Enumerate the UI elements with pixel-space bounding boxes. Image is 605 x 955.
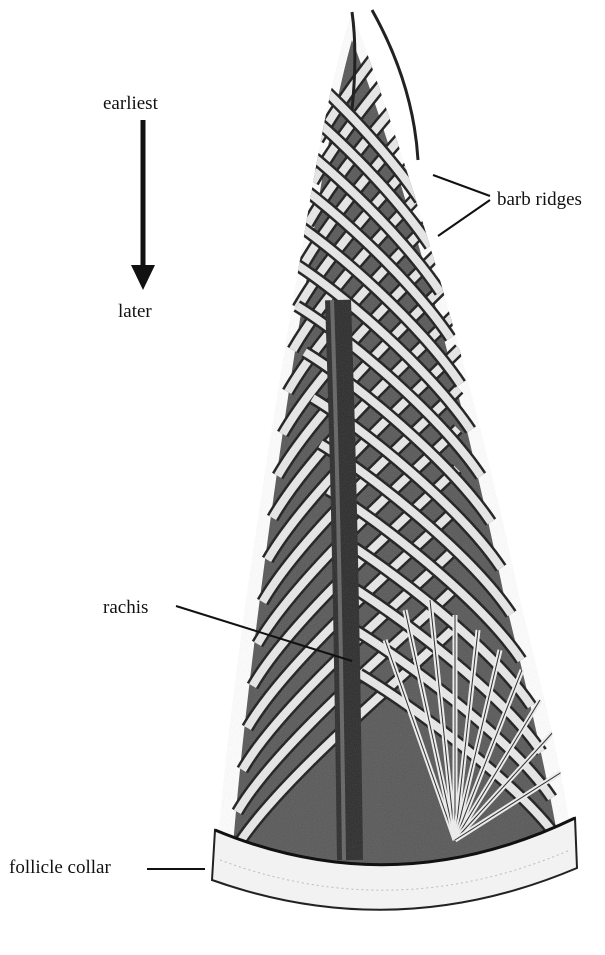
barb-ridges-leader-upper <box>433 175 490 196</box>
rachis-label: rachis <box>103 598 148 617</box>
cone-body <box>200 0 600 950</box>
follicle-collar-label: follicle collar <box>9 858 111 877</box>
later-label: later <box>118 302 152 321</box>
barb-ridges-label: barb ridges <box>497 190 582 209</box>
time-arrow <box>131 120 155 290</box>
barb-ridges-leader-lower <box>438 200 490 236</box>
earliest-label: earliest <box>103 94 158 113</box>
